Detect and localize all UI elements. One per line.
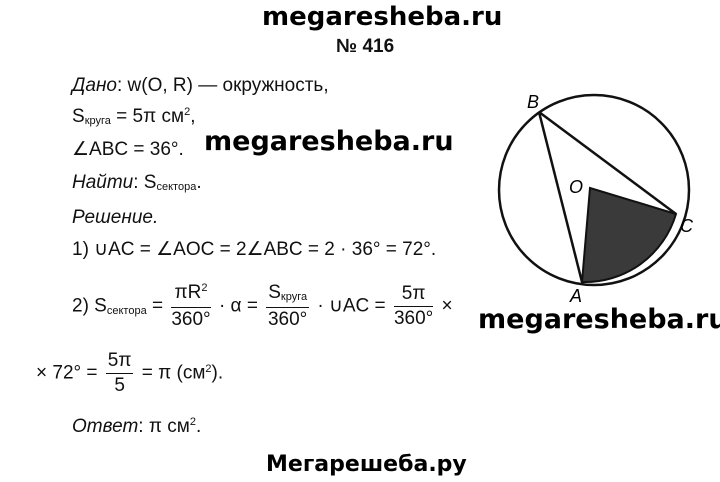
chord-ba: [537, 111, 584, 283]
step2-times: ×: [441, 295, 453, 317]
fraction-numerator: 5π: [393, 283, 434, 307]
label-o: O: [569, 177, 583, 197]
step2-eq: =: [151, 295, 164, 317]
chord-bc: [538, 110, 677, 216]
label-b: B: [527, 92, 539, 112]
answer-text: : π см: [138, 416, 190, 437]
solution-step-1: 1) ∪AC = ∠AOC = 2∠ABC = 2 · 36° = 72°.: [72, 239, 437, 260]
fraction-denominator: 360°: [171, 309, 211, 330]
fraction-denominator: 360°: [267, 309, 308, 330]
area-value: = 5π см: [110, 106, 185, 127]
numerator-exponent: 2: [201, 282, 208, 294]
cont-exponent: 2: [205, 362, 212, 375]
geometry-figure: B O C A: [497, 92, 694, 306]
step2-prefix: 2) S: [72, 295, 107, 317]
watermark-right: megaresheba.ru: [478, 304, 720, 335]
find-line: Найти: Sсектора.: [72, 172, 202, 194]
given-label: Дано: [72, 75, 117, 96]
find-end: .: [196, 172, 202, 193]
watermark-top: megaresheba.ru: [262, 2, 503, 32]
problem-number: № 416: [336, 36, 395, 57]
answer-end: .: [195, 416, 202, 437]
fraction-s-circle: Sкруга 360°: [266, 282, 310, 331]
watermark-mid: megaresheba.ru: [204, 126, 454, 157]
fraction-numerator: πR2: [171, 282, 211, 308]
solution-label: Решение.: [72, 207, 159, 228]
step2-mid-1: · α =: [218, 295, 258, 317]
shaded-sector: [580, 186, 678, 284]
label-a: A: [569, 286, 582, 306]
cont-result: = π (см: [141, 362, 206, 384]
area-subscript: круга: [84, 115, 111, 127]
given-area-line: Sкруга = 5π см2,: [72, 106, 195, 128]
step2-mid-2: · ∪AC =: [317, 295, 386, 317]
area-symbol: S: [72, 106, 85, 127]
fraction-5pi-360: 5π 360°: [393, 283, 434, 330]
given-line: Дано: w(O, R) — окружность,: [72, 75, 329, 97]
cont-prefix: × 72° =: [36, 362, 98, 384]
area-end: ,: [190, 106, 196, 127]
fraction-numerator: Sкруга: [266, 282, 310, 308]
watermark-bottom: Мегарешеба.ру: [266, 452, 467, 477]
given-circle-text: : w(O, R) — окружность,: [116, 75, 329, 96]
step2-subscript: сектора: [106, 304, 147, 317]
find-label: Найти: [72, 172, 134, 193]
area-unit-exponent: 2: [184, 106, 191, 118]
answer-exponent: 2: [189, 416, 196, 428]
fraction-numerator: 5π: [105, 350, 134, 374]
numerator-subscript: круга: [280, 291, 308, 303]
label-c: C: [680, 216, 694, 236]
fraction-denominator: 5: [114, 375, 125, 396]
fraction-5pi-5: 5π 5: [105, 350, 134, 397]
answer-line: Ответ: π см2.: [72, 416, 201, 438]
solution-step-2-continued: × 72° = 5π 5 = π (см2).: [36, 350, 223, 397]
circle-outline: [497, 93, 691, 287]
find-sep: : S: [133, 172, 157, 193]
cont-end: ).: [211, 362, 224, 384]
fraction-denominator: 360°: [393, 308, 434, 329]
find-subscript: сектора: [156, 181, 197, 193]
solution-step-2: 2) Sсектора = πR2 360° · α = Sкруга 360°…: [72, 282, 453, 331]
answer-label: Ответ: [72, 416, 139, 437]
fraction-pi-r-squared: πR2 360°: [171, 282, 211, 331]
given-angle-line: ∠ABC = 36°.: [72, 139, 184, 160]
numerator-symbol: S: [268, 282, 281, 303]
numerator-text: πR: [174, 282, 202, 303]
